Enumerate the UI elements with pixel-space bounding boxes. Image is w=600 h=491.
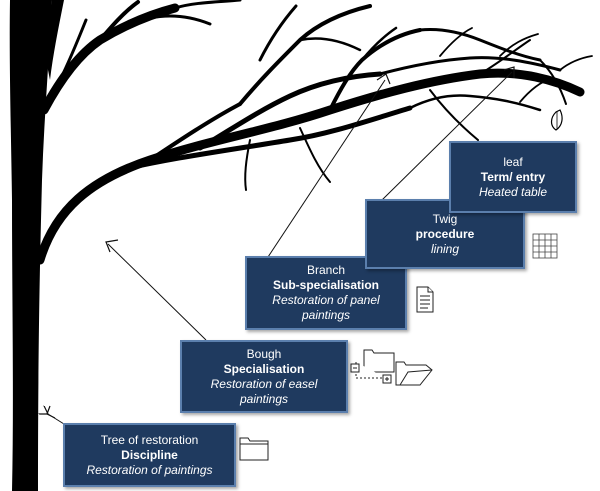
level-name: Branch [306, 263, 346, 277]
arrow-twig-head [503, 66, 515, 78]
arrow-bough [107, 243, 207, 341]
tree-trunk [9, 0, 64, 491]
level-name: Twig [432, 211, 458, 226]
document-icon [416, 286, 434, 313]
leaf-icon [550, 109, 563, 131]
arrow-branch-head [376, 73, 391, 85]
level-name: Tree of restoration [100, 432, 199, 447]
folder-icon [239, 437, 269, 461]
arrow-branch [267, 79, 386, 258]
folder-tree-icon [350, 349, 433, 386]
level-role: procedure [415, 226, 475, 241]
level-box-tree: Tree of restoration Discipline Restorati… [63, 423, 236, 487]
level-example: Restoration of panel paintings [272, 293, 380, 322]
level-role: Specialisation [223, 361, 305, 376]
level-name: Bough [246, 346, 282, 361]
level-name: leaf [503, 154, 523, 169]
level-role: Term/ entry [480, 169, 546, 184]
arrow-bough-head [105, 239, 119, 253]
upper-twigs [39, 0, 242, 115]
pointer-arrows [46, 66, 515, 425]
arrow-tree-head [46, 405, 56, 419]
level-example: Restoration of paintings [86, 462, 213, 477]
main-limb [35, 4, 593, 265]
level-role: Sub-specialisation [272, 278, 380, 292]
level-role: Discipline [121, 447, 178, 462]
level-box-leaf: leaf Term/ entry Heated table [449, 141, 577, 213]
level-example: lining [430, 241, 460, 256]
level-example: Heated table [478, 184, 548, 199]
level-box-bough: Bough Specialisation Restoration of ease… [180, 340, 348, 413]
table-grid-icon [532, 233, 558, 259]
level-example: Restoration of easel paintings [210, 376, 318, 406]
arrow-twig [381, 71, 513, 201]
